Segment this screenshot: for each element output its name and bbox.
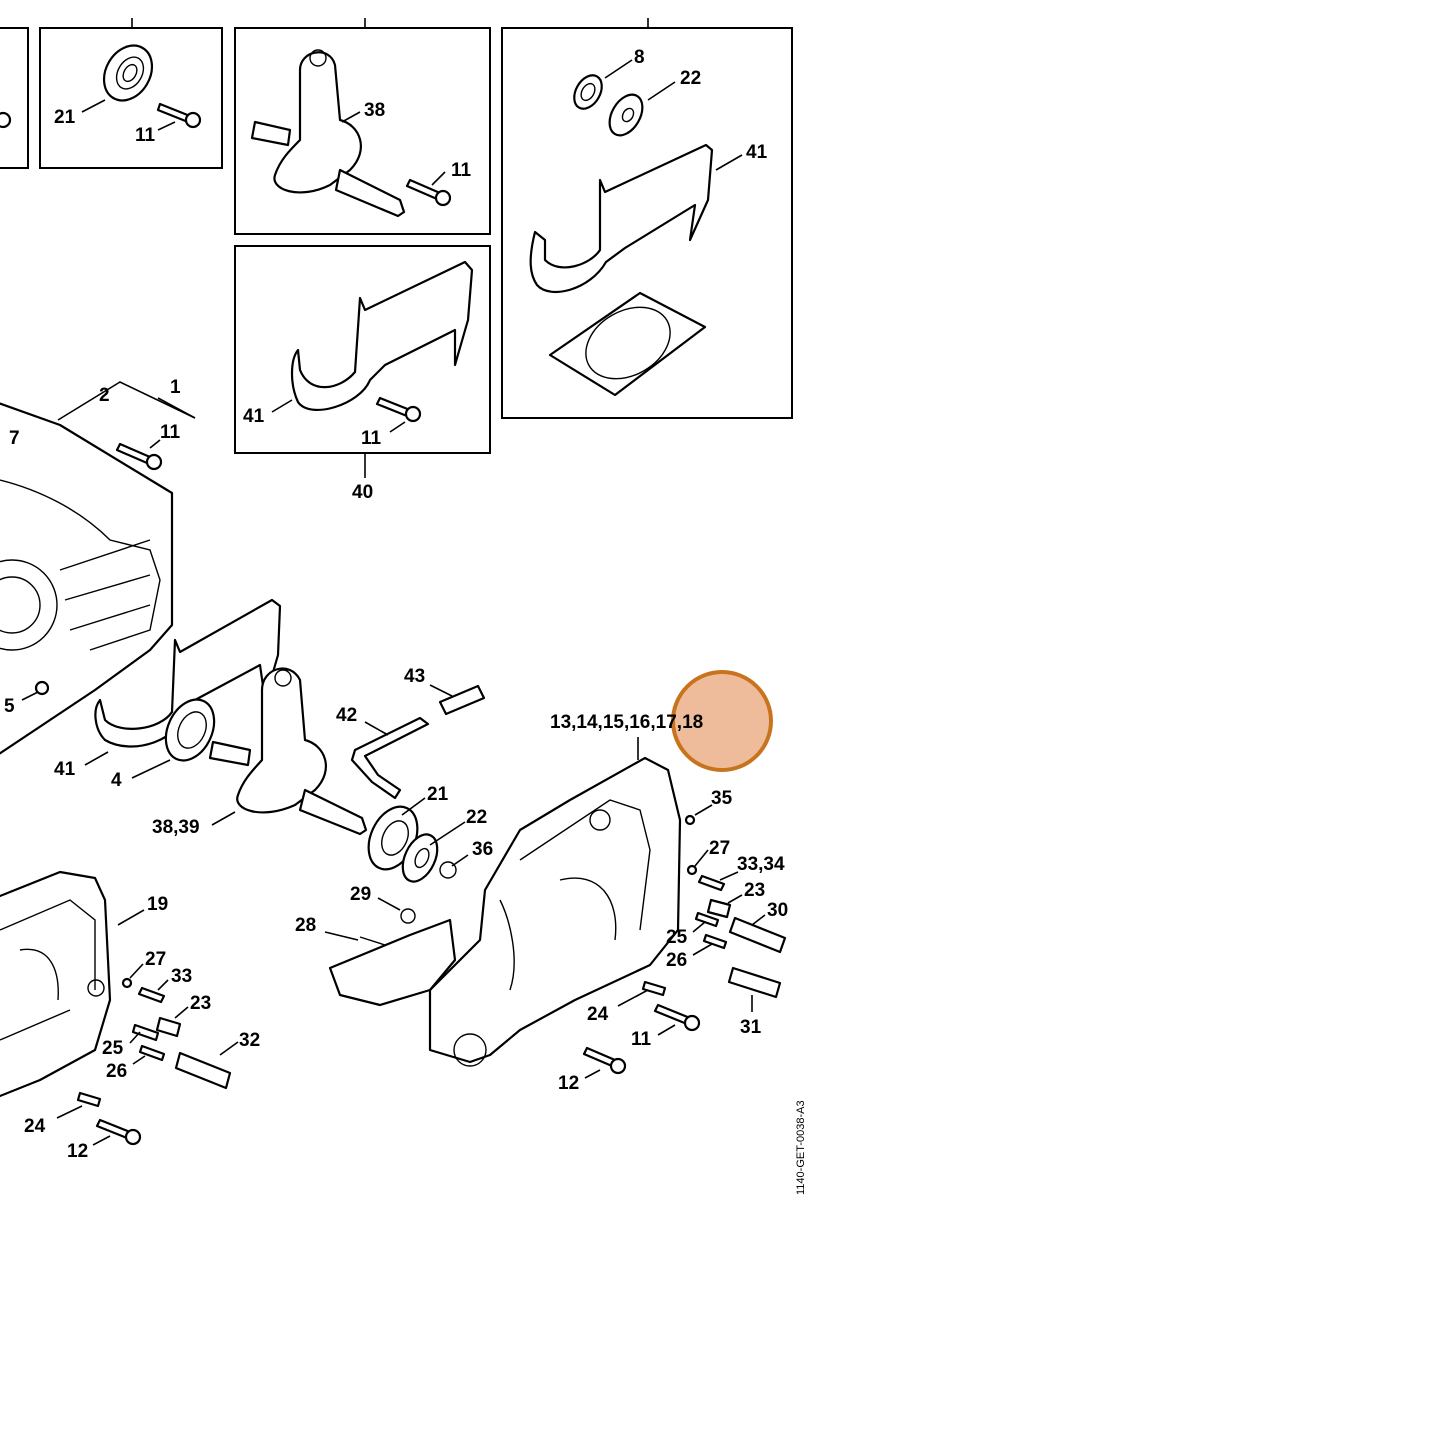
inset-box-gasket-set (501, 27, 793, 419)
callout-label: 22 (680, 68, 701, 89)
callout-label: 41 (243, 406, 265, 427)
callout-label: 41 (746, 142, 768, 163)
callout-label: 24 (24, 1116, 46, 1137)
bracket-part (350, 716, 430, 800)
callout-label: 23 (744, 880, 765, 901)
snap-ring-part (439, 861, 457, 879)
callout-label: 35 (711, 788, 733, 809)
callout-labels: 21 11 38 11 8 22 41 41 11 40 2 1 7 11 43… (4, 47, 788, 1162)
callout-label: 11 (631, 1029, 652, 1050)
callout-label: 11 (160, 422, 181, 443)
callout-label: 41 (54, 759, 76, 780)
screw-part-11 (653, 1003, 701, 1032)
washer-part (608, 93, 644, 137)
callout-label: 43 (404, 666, 425, 687)
seal-part-low (401, 833, 439, 883)
main-bearing-part (164, 698, 216, 762)
callout-label: 1 (170, 377, 181, 398)
callout-label: 8 (634, 47, 645, 68)
callout-label: 4 (111, 770, 122, 791)
callout-label: 28 (295, 915, 316, 936)
crankshaft-part-low (208, 667, 368, 836)
callout-label: 30 (767, 900, 788, 921)
callout-label: 12 (67, 1141, 88, 1162)
crankshaft-part (250, 49, 406, 218)
screw-part-12 (582, 1046, 627, 1075)
callout-label: 25 (666, 927, 688, 948)
callout-label: 26 (666, 950, 687, 971)
partial-part-left (0, 111, 12, 129)
gasket-part-top (529, 143, 714, 294)
callout-label: 33 (171, 966, 192, 987)
callout-label: 36 (472, 839, 493, 860)
callout-label: 11 (451, 160, 472, 181)
leader-lines (21, 59, 766, 1146)
pin-part-28 (359, 936, 386, 946)
screw-part-2 (405, 178, 452, 207)
callout-label: 7 (9, 428, 20, 449)
pin-part-26-left (138, 1044, 166, 1062)
callout-label: 31 (740, 1017, 762, 1038)
callout-label: 22 (466, 807, 487, 828)
callout-label: 12 (558, 1073, 579, 1094)
callout-label: 32 (239, 1030, 260, 1051)
screw-part-4 (115, 442, 163, 471)
callout-label: 26 (106, 1061, 127, 1082)
sleeve-part-23-left (155, 1016, 182, 1038)
callout-label: 5 (4, 696, 15, 717)
callout-label: 27 (145, 949, 166, 970)
callout-label: 38 (364, 100, 385, 121)
pin-part-24 (641, 980, 667, 997)
inset-box-bearing (39, 27, 223, 169)
washer-part-29 (400, 908, 416, 924)
screw-part-12-left (95, 1118, 142, 1146)
pin-part-33 (697, 874, 726, 892)
callout-label: 42 (336, 705, 357, 726)
callout-label: 27 (709, 838, 730, 859)
callout-label: 11 (135, 125, 156, 146)
crankcase-left-part (0, 402, 174, 755)
callout-label: 2 (99, 385, 110, 406)
stud-part-30 (728, 916, 787, 954)
pin-part-26 (702, 933, 728, 950)
sleeve-part-23 (706, 898, 732, 919)
callout-label: 21 (427, 784, 449, 805)
inset-box-gasket-40 (234, 245, 491, 454)
callout-label: 11 (361, 428, 382, 449)
callout-label: 19 (147, 894, 168, 915)
screw-part-27-left (121, 977, 133, 989)
screw-part-27 (686, 864, 698, 876)
callout-label: 23 (190, 993, 211, 1014)
callout-label: 33,34 (737, 854, 785, 875)
seal-part (573, 74, 603, 110)
pin-part-33-left (137, 986, 166, 1004)
callout-label: 25 (102, 1038, 124, 1059)
screw-part (156, 102, 202, 129)
dowel-part (34, 680, 50, 696)
screw-part-3 (375, 396, 422, 423)
callout-label: 38,39 (152, 817, 200, 838)
pin-part-25-left (131, 1023, 160, 1042)
crankcase-right-part (428, 756, 682, 1064)
gasket-part-mid (290, 260, 474, 411)
inset-box-left-edge (0, 27, 29, 169)
stud-part-31 (727, 966, 782, 999)
pin-part-24-left (76, 1091, 102, 1108)
document-id: 1140-GET-0038-A3 (795, 1100, 807, 1195)
callout-label: 29 (350, 884, 371, 905)
screw-part-35 (684, 814, 696, 826)
callout-label: 13,14,15,16,17,18 (550, 712, 703, 733)
pin-part-25 (694, 911, 720, 928)
inset-box-crankshaft (234, 27, 491, 235)
handle-part (328, 918, 457, 1007)
callout-label: 24 (587, 1004, 609, 1025)
callout-label: 21 (54, 107, 76, 128)
crankcase-bottom-left-part (0, 870, 112, 1098)
callout-label: 40 (352, 482, 373, 503)
highlight-marker (671, 670, 773, 772)
stud-part-32 (174, 1051, 232, 1090)
pin-part (438, 684, 486, 716)
bearing-part (102, 44, 154, 102)
